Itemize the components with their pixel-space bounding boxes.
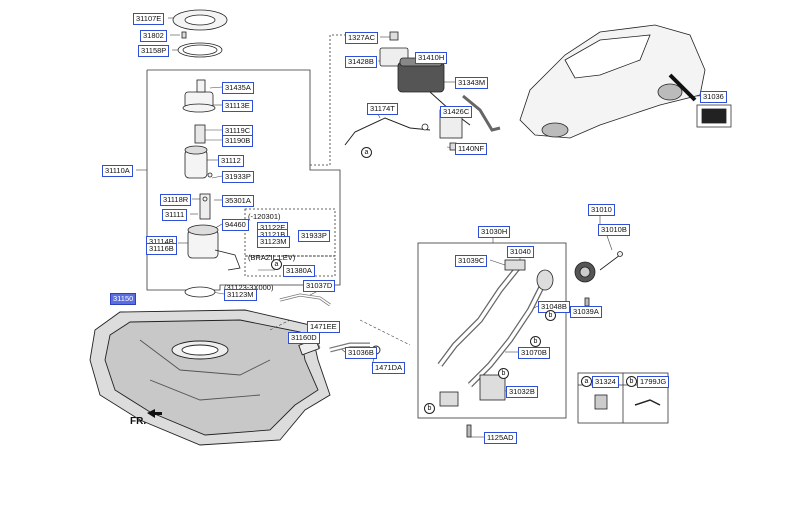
part-label-31070B[interactable]: 31070B (518, 347, 550, 359)
part-label-31343M[interactable]: 31343M (455, 77, 489, 89)
callout-b-marker: b (545, 310, 556, 321)
part-label-31160D[interactable]: 31160D (288, 332, 320, 344)
part-label-31110A[interactable]: 31110A (102, 165, 133, 177)
callout-a-marker: a (361, 147, 372, 158)
part-label-1327AC[interactable]: 1327AC (345, 32, 379, 44)
front-label: FR. (130, 416, 147, 427)
part-label-31158P[interactable]: 31158P (138, 45, 170, 57)
callout-a-marker: a (271, 259, 282, 270)
part-label-31174T[interactable]: 31174T (367, 103, 398, 115)
part-label-1471DA[interactable]: 1471DA (372, 362, 406, 374)
tank-gasket (184, 286, 216, 298)
callout-b-marker: b (498, 368, 509, 379)
part-label-31933P-b[interactable]: 31933P (298, 230, 330, 242)
part-label-31107E[interactable]: 31107E (133, 13, 165, 25)
part-label-31426C[interactable]: 31426C (440, 106, 473, 118)
part-label-35301A[interactable]: 35301A (222, 195, 254, 207)
part-label-31039A[interactable]: 31039A (570, 306, 602, 318)
part-label-31032B[interactable]: 31032B (506, 386, 538, 398)
legend-a-marker: a (581, 376, 592, 387)
canister (397, 61, 445, 93)
part-label-31010B[interactable]: 31010B (598, 224, 630, 236)
car-illustration (519, 24, 732, 139)
fuel-pump-motor (199, 193, 211, 220)
part-label-31030H[interactable]: 31030H (478, 226, 511, 238)
part-label-1125AD[interactable]: 1125AD (484, 432, 517, 444)
filler-neck-bracket (479, 374, 506, 401)
part-label-31113E[interactable]: 31113E (222, 100, 253, 112)
part-label-31150[interactable]: 31150 (110, 293, 137, 305)
part-label-31428B[interactable]: 31428B (345, 56, 377, 68)
part-label-31116B[interactable]: 31116B (146, 243, 177, 255)
part-label-31112[interactable]: 31112 (218, 155, 244, 167)
part-label-31040[interactable]: 31040 (507, 246, 534, 258)
note-brazil-lev: (BRAZIL LEV) (248, 253, 296, 262)
part-label-31123M-b[interactable]: 31123M (224, 289, 257, 301)
part-label-31410H[interactable]: 31410H (415, 52, 448, 64)
filler-neck-frame (417, 242, 567, 419)
part-label-31123M-a[interactable]: 31123M (257, 236, 290, 248)
part-label-1140NF[interactable]: 1140NF (455, 143, 488, 155)
part-label-31380A[interactable]: 31380A (283, 265, 315, 277)
pump-assembly-frame (146, 69, 341, 291)
part-label-31933P-a[interactable]: 31933P (222, 171, 254, 183)
part-label-31037D[interactable]: 31037D (303, 280, 336, 292)
callout-b-marker: b (424, 403, 435, 414)
part-label-1799JG[interactable]: 1799JG (637, 376, 670, 388)
part-label-94460[interactable]: 94460 (222, 219, 249, 231)
part-label-31435A[interactable]: 31435A (222, 82, 254, 94)
part-label-31039C[interactable]: 31039C (455, 255, 488, 267)
note-31123-3x000: (31123-3X000) (224, 283, 274, 292)
part-label-31118R[interactable]: 31118R (160, 194, 192, 206)
legend-b-marker: b (626, 376, 637, 387)
note-120301: (-120301) (248, 212, 281, 221)
part-label-31324[interactable]: 31324 (592, 376, 619, 388)
part-label-31036[interactable]: 31036 (700, 91, 727, 103)
part-label-31190B[interactable]: 31190B (222, 135, 254, 147)
part-label-31036B[interactable]: 31036B (345, 347, 377, 359)
part-label-1471EE[interactable]: 1471EE (307, 321, 340, 333)
part-label-31111[interactable]: 31111 (162, 209, 188, 221)
callout-b-marker: b (530, 336, 541, 347)
part-label-31802[interactable]: 31802 (140, 30, 167, 42)
part-label-31010[interactable]: 31010 (588, 204, 615, 216)
front-arrow (147, 409, 162, 418)
